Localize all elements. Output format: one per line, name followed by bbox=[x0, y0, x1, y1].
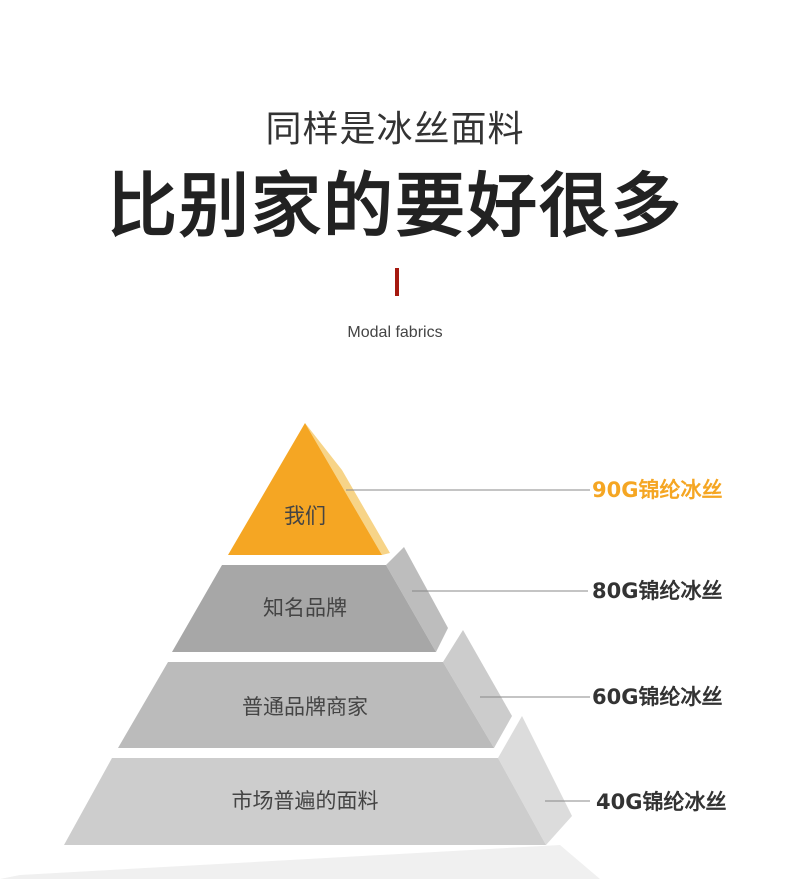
tier-bottom bbox=[64, 716, 572, 845]
tier-label-top: 我们 bbox=[284, 504, 326, 528]
grade-label-80g: 80G锦纶冰丝 bbox=[592, 579, 722, 603]
grade-label-90g: 90G锦纶冰丝 bbox=[592, 478, 722, 502]
tier-third-side bbox=[443, 630, 512, 748]
tier-label-third: 普通品牌商家 bbox=[242, 695, 368, 719]
grade-label-60g: 60G锦纶冰丝 bbox=[592, 685, 722, 709]
tier-top-front bbox=[228, 423, 382, 555]
tier-bottom-side bbox=[498, 716, 572, 845]
headline: 比别家的要好很多 bbox=[107, 165, 683, 247]
tier-second-side bbox=[386, 547, 448, 652]
tier-third bbox=[118, 630, 512, 748]
tier-top bbox=[228, 423, 390, 555]
tier-second bbox=[172, 547, 448, 652]
floor-shadow bbox=[0, 845, 600, 879]
tier-third-front bbox=[118, 662, 494, 748]
subtitle: 同样是冰丝面料 bbox=[265, 109, 525, 150]
tier-label-bottom: 市场普遍的面料 bbox=[232, 789, 379, 813]
tier-bottom-front bbox=[64, 758, 546, 845]
tier-second-front bbox=[172, 565, 436, 652]
tier-top-side bbox=[305, 423, 390, 555]
caption: Modal fabrics bbox=[347, 324, 443, 341]
accent-divider bbox=[395, 268, 399, 296]
grade-label-40g: 40G锦纶冰丝 bbox=[596, 790, 726, 814]
tier-label-second: 知名品牌 bbox=[263, 596, 347, 620]
